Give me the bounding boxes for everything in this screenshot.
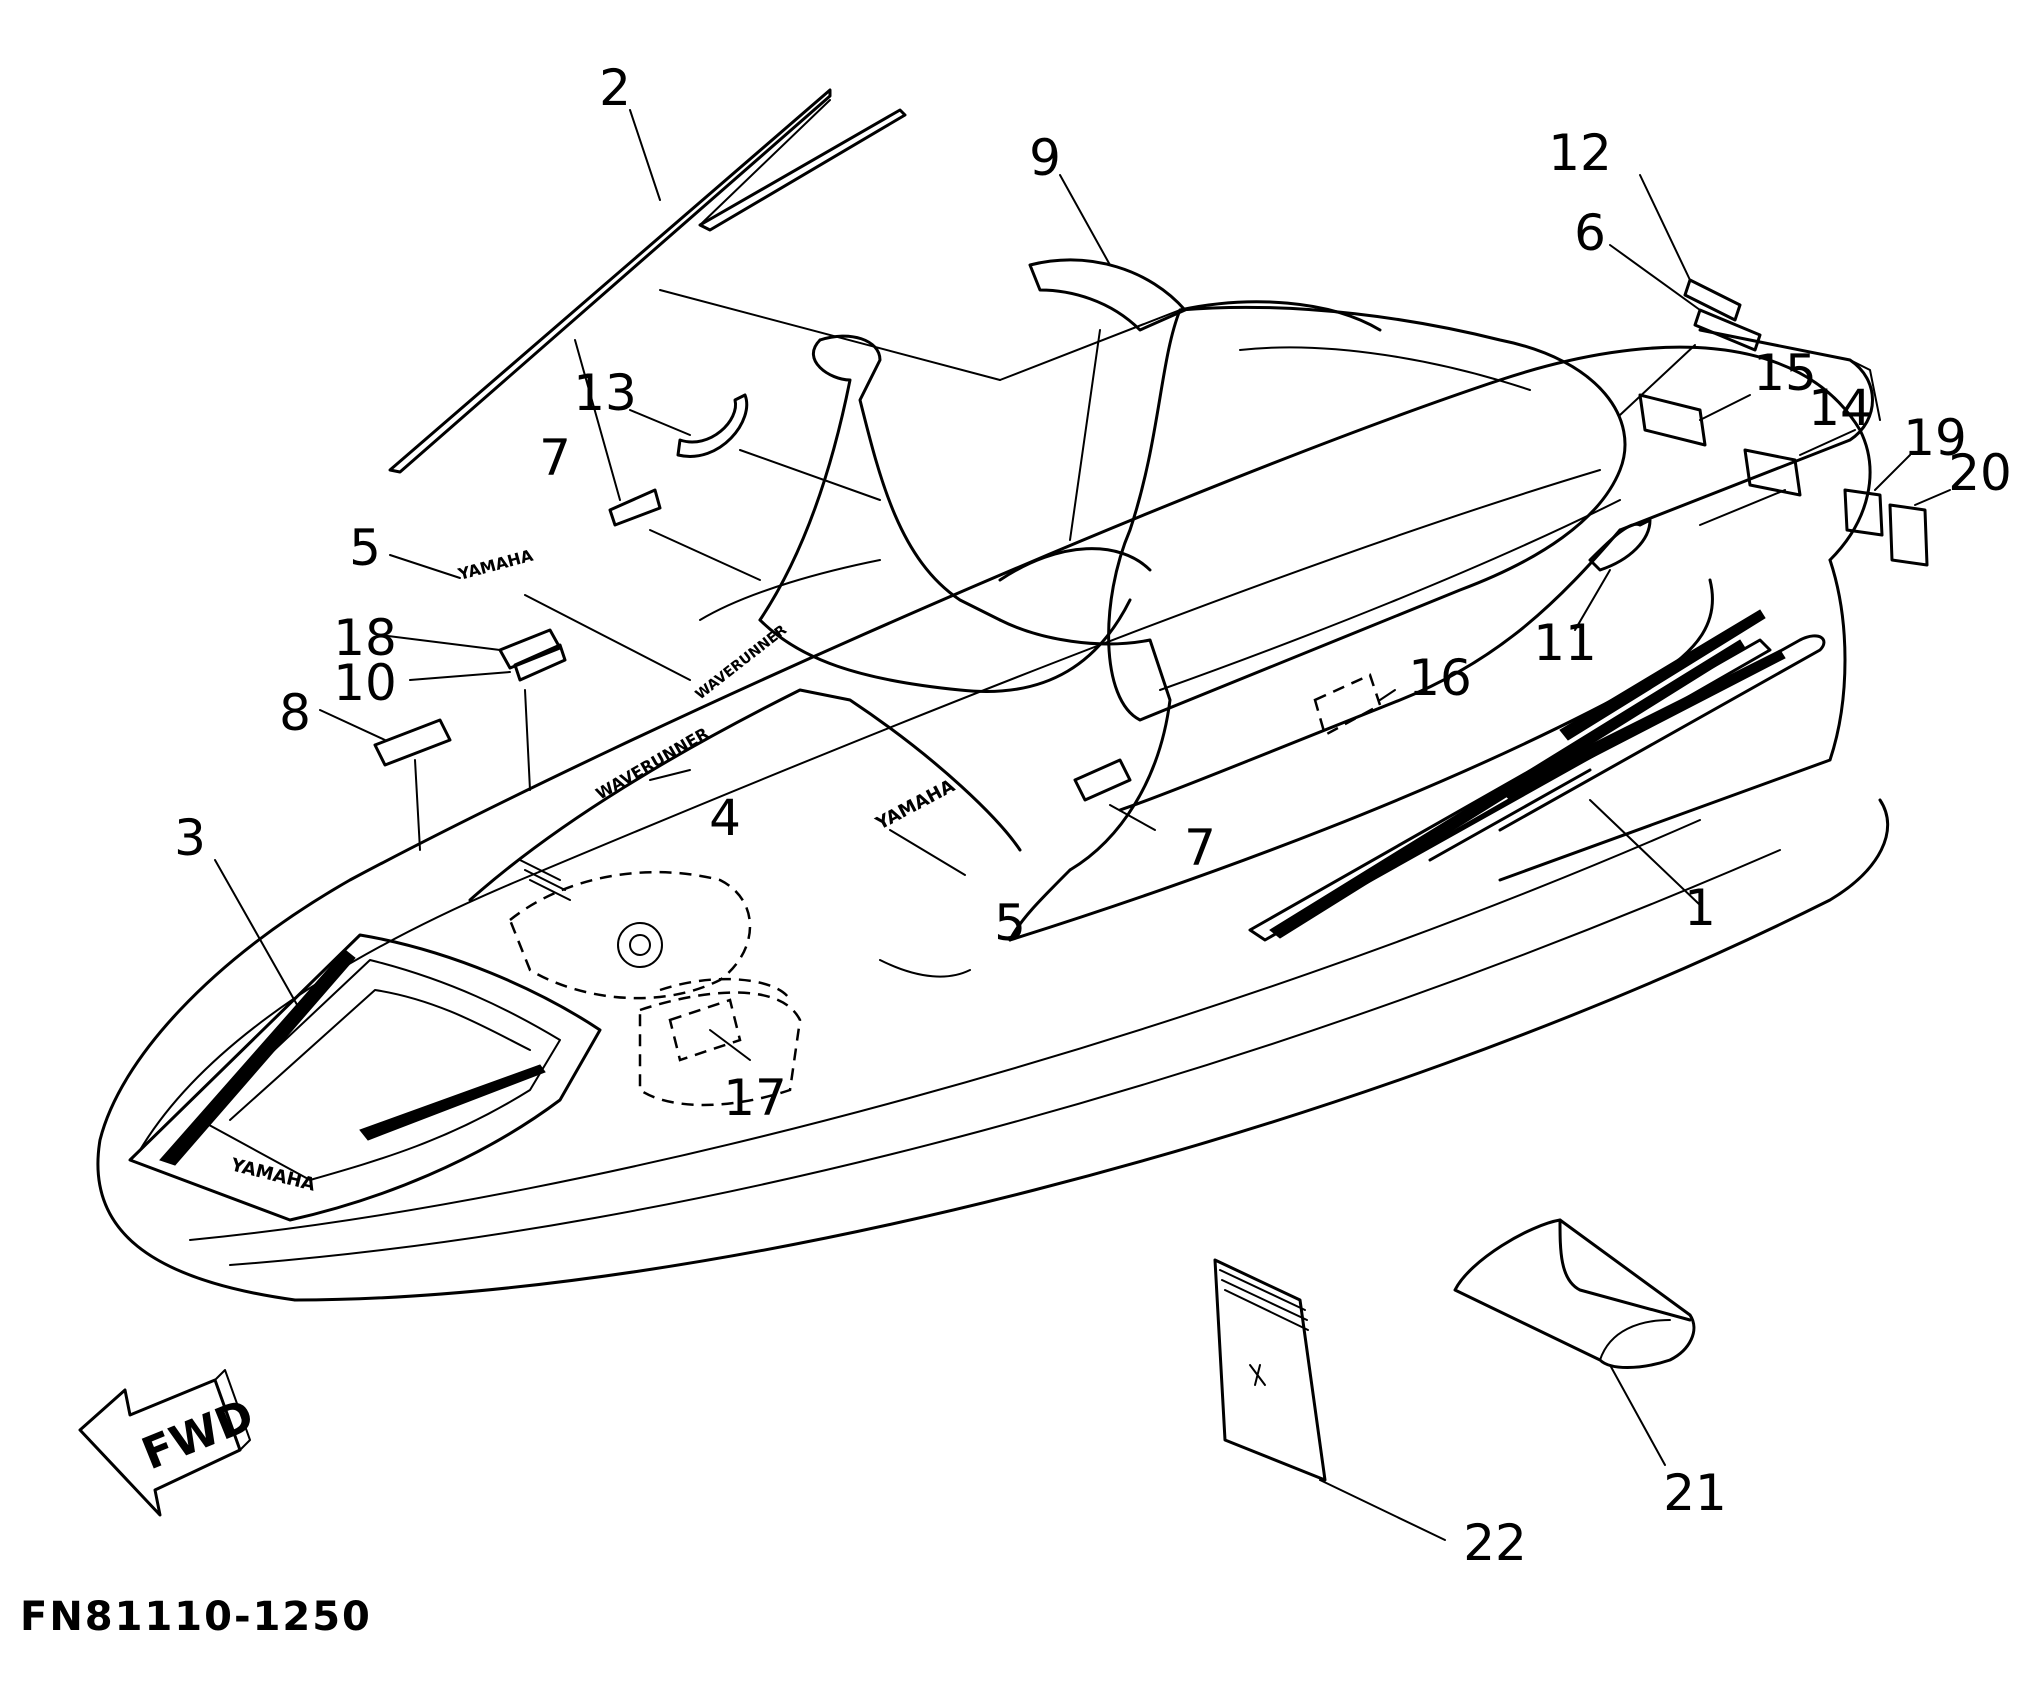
part-15-label [1638, 393, 1707, 447]
callout-16: 16 [1408, 649, 1472, 707]
callout-21: 21 [1663, 1464, 1727, 1522]
callout-6: 6 [1574, 204, 1606, 262]
part-13-hook [676, 393, 749, 458]
callout-1: 1 [1684, 879, 1716, 937]
part-22-manual [1213, 1258, 1327, 1482]
part-8-label [373, 718, 452, 767]
part-4-decal: WAVERUNNER [593, 724, 712, 804]
hull-outline [96, 345, 1890, 1302]
seat [998, 300, 1714, 942]
deck-lines [659, 289, 1181, 978]
part-16-hidden-label [1313, 673, 1382, 737]
callout-19: 19 [1903, 409, 1967, 467]
part-19-label [1843, 488, 1884, 537]
callout-9: 9 [1029, 129, 1061, 187]
fwd-arrow-text: FWD [135, 1390, 261, 1480]
callout-5-upper: 5 [349, 519, 381, 577]
callout-13: 13 [573, 364, 637, 422]
callout-12: 12 [1548, 124, 1612, 182]
fwd-arrow: FWD [78, 1369, 261, 1517]
part-7-grab-lower [1073, 758, 1132, 802]
handle-pole [758, 334, 1132, 693]
callout-5-lower: 5 [994, 894, 1026, 952]
part-11-seat-tab [1588, 518, 1652, 572]
callout-7-lower: 7 [1184, 819, 1216, 877]
part-21-bag [1453, 1218, 1696, 1369]
callout-3: 3 [174, 809, 206, 867]
part-2-top-stripe [388, 88, 907, 474]
leader-lines [214, 109, 1951, 1541]
callout-8: 8 [279, 684, 311, 742]
callout-17: 17 [723, 1069, 787, 1127]
callout-22: 22 [1463, 1514, 1527, 1572]
part-12-6-labels [1683, 278, 1762, 352]
part-7-label-upper [608, 488, 662, 527]
callout-labels: 1 2 3 4 5 5 6 7 7 8 9 10 11 12 13 14 15 … [174, 59, 2012, 1572]
part-5-decal-upper: YAMAHA [455, 546, 535, 585]
callout-4: 4 [709, 789, 741, 847]
top-decal-text: WAVERUNNER [693, 622, 791, 703]
bow-hatch: YAMAHA [128, 933, 602, 1222]
part-5-decal-lower: YAMAHA [872, 775, 959, 834]
engine-hood [468, 688, 1022, 1107]
part-20-label [1888, 503, 1929, 567]
gunwale-side-panel [1118, 328, 1881, 942]
part-18-10-labels [498, 628, 567, 682]
callout-14: 14 [1808, 379, 1872, 437]
part-14-label [1743, 448, 1802, 497]
callout-20: 20 [1948, 444, 2012, 502]
callout-18: 18 [333, 609, 397, 667]
part-17-hidden-label [668, 998, 742, 1062]
callout-2: 2 [599, 59, 631, 117]
callout-10: 10 [333, 654, 397, 712]
part-9-decal [1028, 258, 1187, 332]
drawing-code: FN81110-1250 [20, 1594, 372, 1640]
callout-15: 15 [1753, 344, 1817, 402]
callout-7-upper: 7 [539, 429, 571, 487]
callout-11: 11 [1533, 614, 1597, 672]
